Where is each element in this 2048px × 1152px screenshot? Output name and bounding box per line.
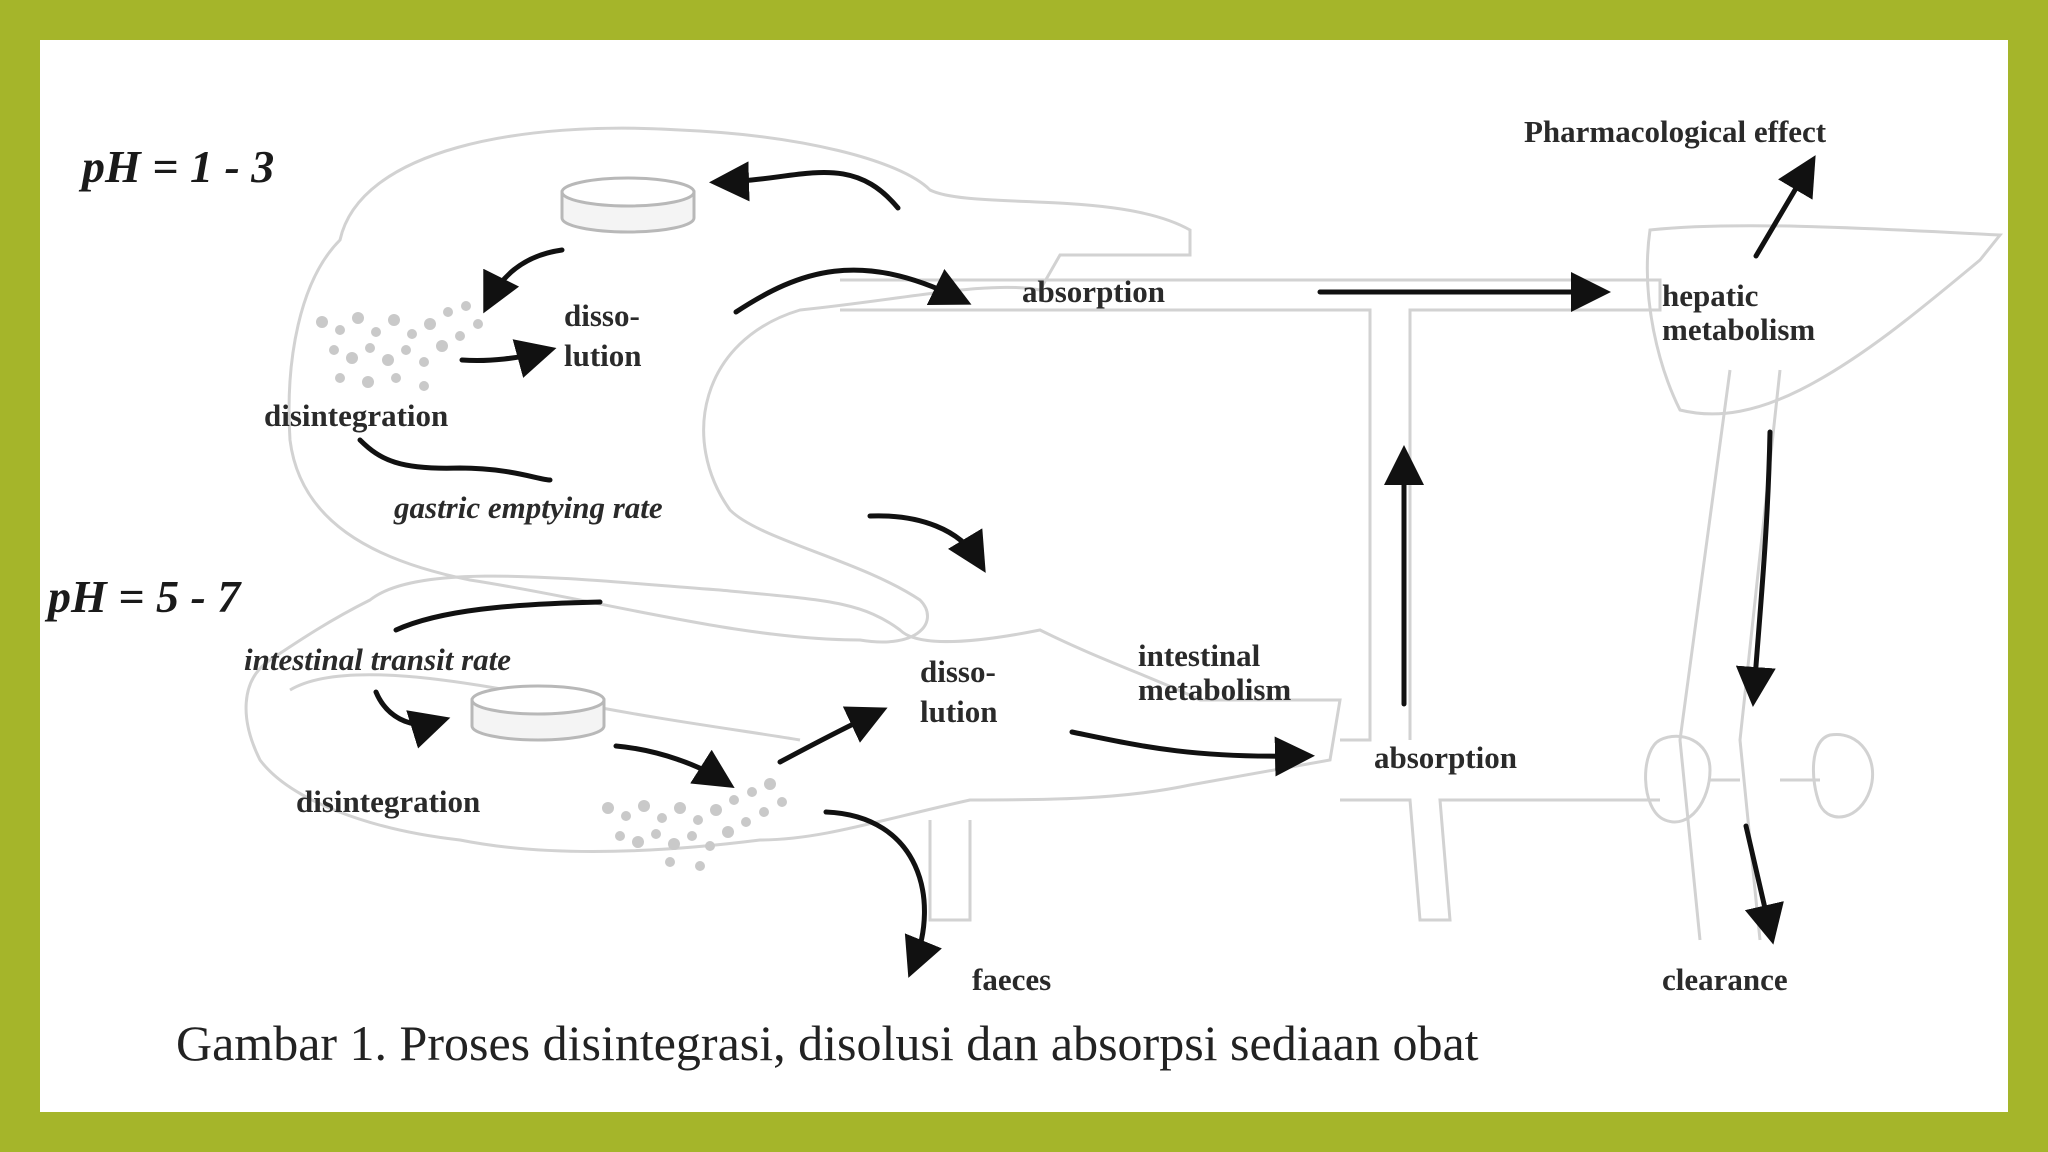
intestinal-metabolism-label-2: metabolism <box>1138 672 1291 707</box>
systemic-vessel <box>1678 369 1782 941</box>
dissolution-top-label-1: disso- <box>564 298 640 333</box>
hepatic-metabolism-label: metabolism <box>1662 312 1815 347</box>
disintegration-bottom-label: disintegration <box>296 784 480 819</box>
disintegration-top-label: disintegration <box>264 398 448 433</box>
kidney-right-outline <box>1811 733 1875 819</box>
arrow-granules-to-dissolution-bottom <box>777 706 888 765</box>
rectum-outline <box>928 820 972 922</box>
ph-intestine-label: pH = 5 - 7 <box>44 571 242 622</box>
granules-intestine <box>602 778 787 871</box>
arrow-to-clearance <box>1743 823 1784 945</box>
tablet-stomach <box>560 176 696 234</box>
arrow-gastric-emptying <box>867 513 986 573</box>
arrow-dissolution-to-absorption-bottom <box>1069 729 1315 777</box>
hepatic-label: hepatic <box>1662 278 1758 313</box>
portal-vessel-inner <box>840 308 1372 742</box>
ph-stomach-label: pH = 1 - 3 <box>78 141 274 192</box>
clearance-label: clearance <box>1662 962 1788 997</box>
granules-stomach <box>316 301 483 391</box>
figure-caption: Gambar 1. Proses disintegrasi, disolusi … <box>176 1015 1479 1071</box>
absorption-top-label: absorption <box>1022 274 1165 309</box>
intestinal-metabolism-label-1: intestinal <box>1138 638 1261 673</box>
curve-transit-pointer <box>393 599 603 633</box>
arrow-transit-to-tablet <box>373 689 451 749</box>
tablet-intestine <box>470 684 606 742</box>
arrow-tablet-to-granules <box>613 743 735 789</box>
arrow-dissolution-to-absorption-top <box>733 267 972 315</box>
arrow-to-faeces <box>823 809 942 978</box>
arrow-hepatic-down <box>1735 429 1776 707</box>
dissolution-top-label-2: lution <box>564 338 642 373</box>
gastric-emptying-rate-label: gastric emptying rate <box>393 490 663 525</box>
arrow-into-stomach <box>709 161 901 211</box>
faeces-label: faeces <box>972 962 1051 997</box>
liver-outline <box>1645 224 2004 416</box>
gi-tract-diagram: pH = 1 - 3 pH = 5 - 7 Pharmacological ef… <box>44 114 2004 1071</box>
dissolution-bottom-label-1: disso- <box>920 654 996 689</box>
absorption-bottom-label: absorption <box>1374 740 1517 775</box>
portal-vessel-lower <box>1340 798 1660 922</box>
curve-disintegration-pointer <box>357 437 553 483</box>
kidney-left-outline <box>1644 734 1712 824</box>
arrow-hepatic-to-effect <box>1753 155 1816 259</box>
arrow-tablet-to-disintegration <box>483 247 565 314</box>
dissolution-bottom-label-2: lution <box>920 694 998 729</box>
intestine-outline <box>244 574 1342 854</box>
intestinal-transit-rate-label: intestinal transit rate <box>244 642 511 677</box>
figure-panel: pH = 1 - 3 pH = 5 - 7 Pharmacological ef… <box>40 40 2008 1112</box>
pharmacological-effect-label: Pharmacological effect <box>1524 114 1827 149</box>
arrow-granules-to-dissolution <box>459 339 557 378</box>
stomach-outline <box>287 126 1192 644</box>
